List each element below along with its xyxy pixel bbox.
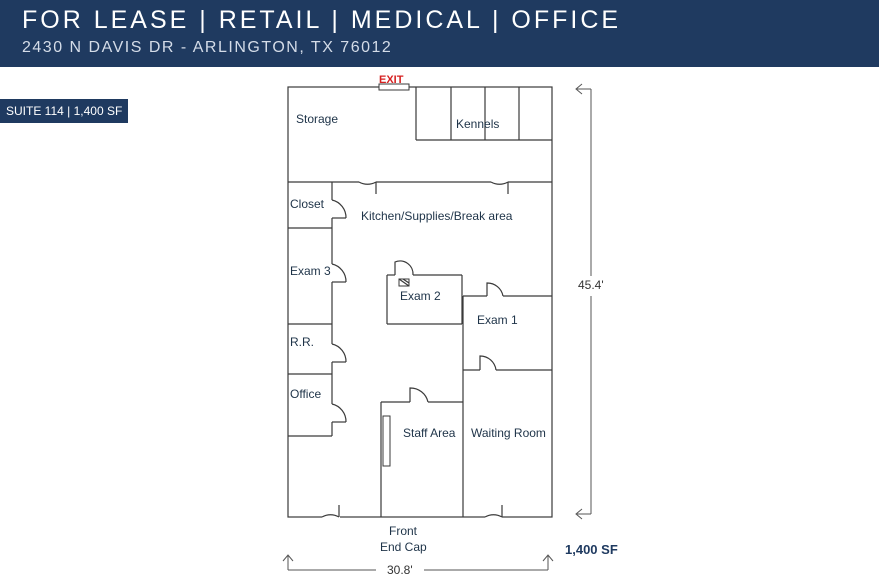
front-label-line-1: Front (389, 524, 418, 538)
room-label-restroom: R.R. (290, 335, 314, 349)
left-column-walls (288, 182, 347, 437)
room-label-office: Office (290, 387, 321, 401)
exam-2-walls (386, 260, 463, 325)
room-label-exam-1: Exam 1 (477, 313, 518, 327)
room-label-kennels: Kennels (456, 117, 499, 131)
room-label-waiting-room: Waiting Room (471, 426, 546, 440)
room-label-kitchen: Kitchen/Supplies/Break area (361, 209, 513, 223)
header-title: FOR LEASE | RETAIL | MEDICAL | OFFICE (22, 6, 622, 34)
room-label-staff-area: Staff Area (403, 426, 456, 440)
staff-area-walls (380, 387, 463, 517)
front-label-line-2: End Cap (380, 540, 427, 554)
storage-wall (288, 181, 552, 194)
total-area-label: 1,400 SF (565, 542, 618, 557)
suite-badge: SUITE 114 | 1,400 SF (0, 99, 129, 123)
exit-door (378, 83, 410, 91)
height-dimension-line (575, 83, 592, 520)
exam-1-walls (462, 282, 552, 517)
width-dimension-label: 30.8' (387, 563, 413, 577)
property-address: 2430 N DAVIS DR - ARLINGTON, TX 76012 (22, 39, 393, 56)
room-label-exam-3: Exam 3 (290, 264, 331, 278)
exit-label: EXIT (379, 74, 404, 86)
outer-wall (287, 86, 553, 518)
width-dimension-line (282, 554, 554, 571)
kennels-block (415, 87, 552, 141)
room-label-storage: Storage (296, 112, 338, 126)
room-label-closet: Closet (290, 197, 325, 211)
header-banner: FOR LEASE | RETAIL | MEDICAL | OFFICE 24… (0, 0, 879, 67)
room-label-exam-2: Exam 2 (400, 289, 441, 303)
staff-counter (382, 415, 391, 467)
front-doors (321, 505, 503, 521)
height-dimension-label: 45.4' (578, 278, 604, 292)
